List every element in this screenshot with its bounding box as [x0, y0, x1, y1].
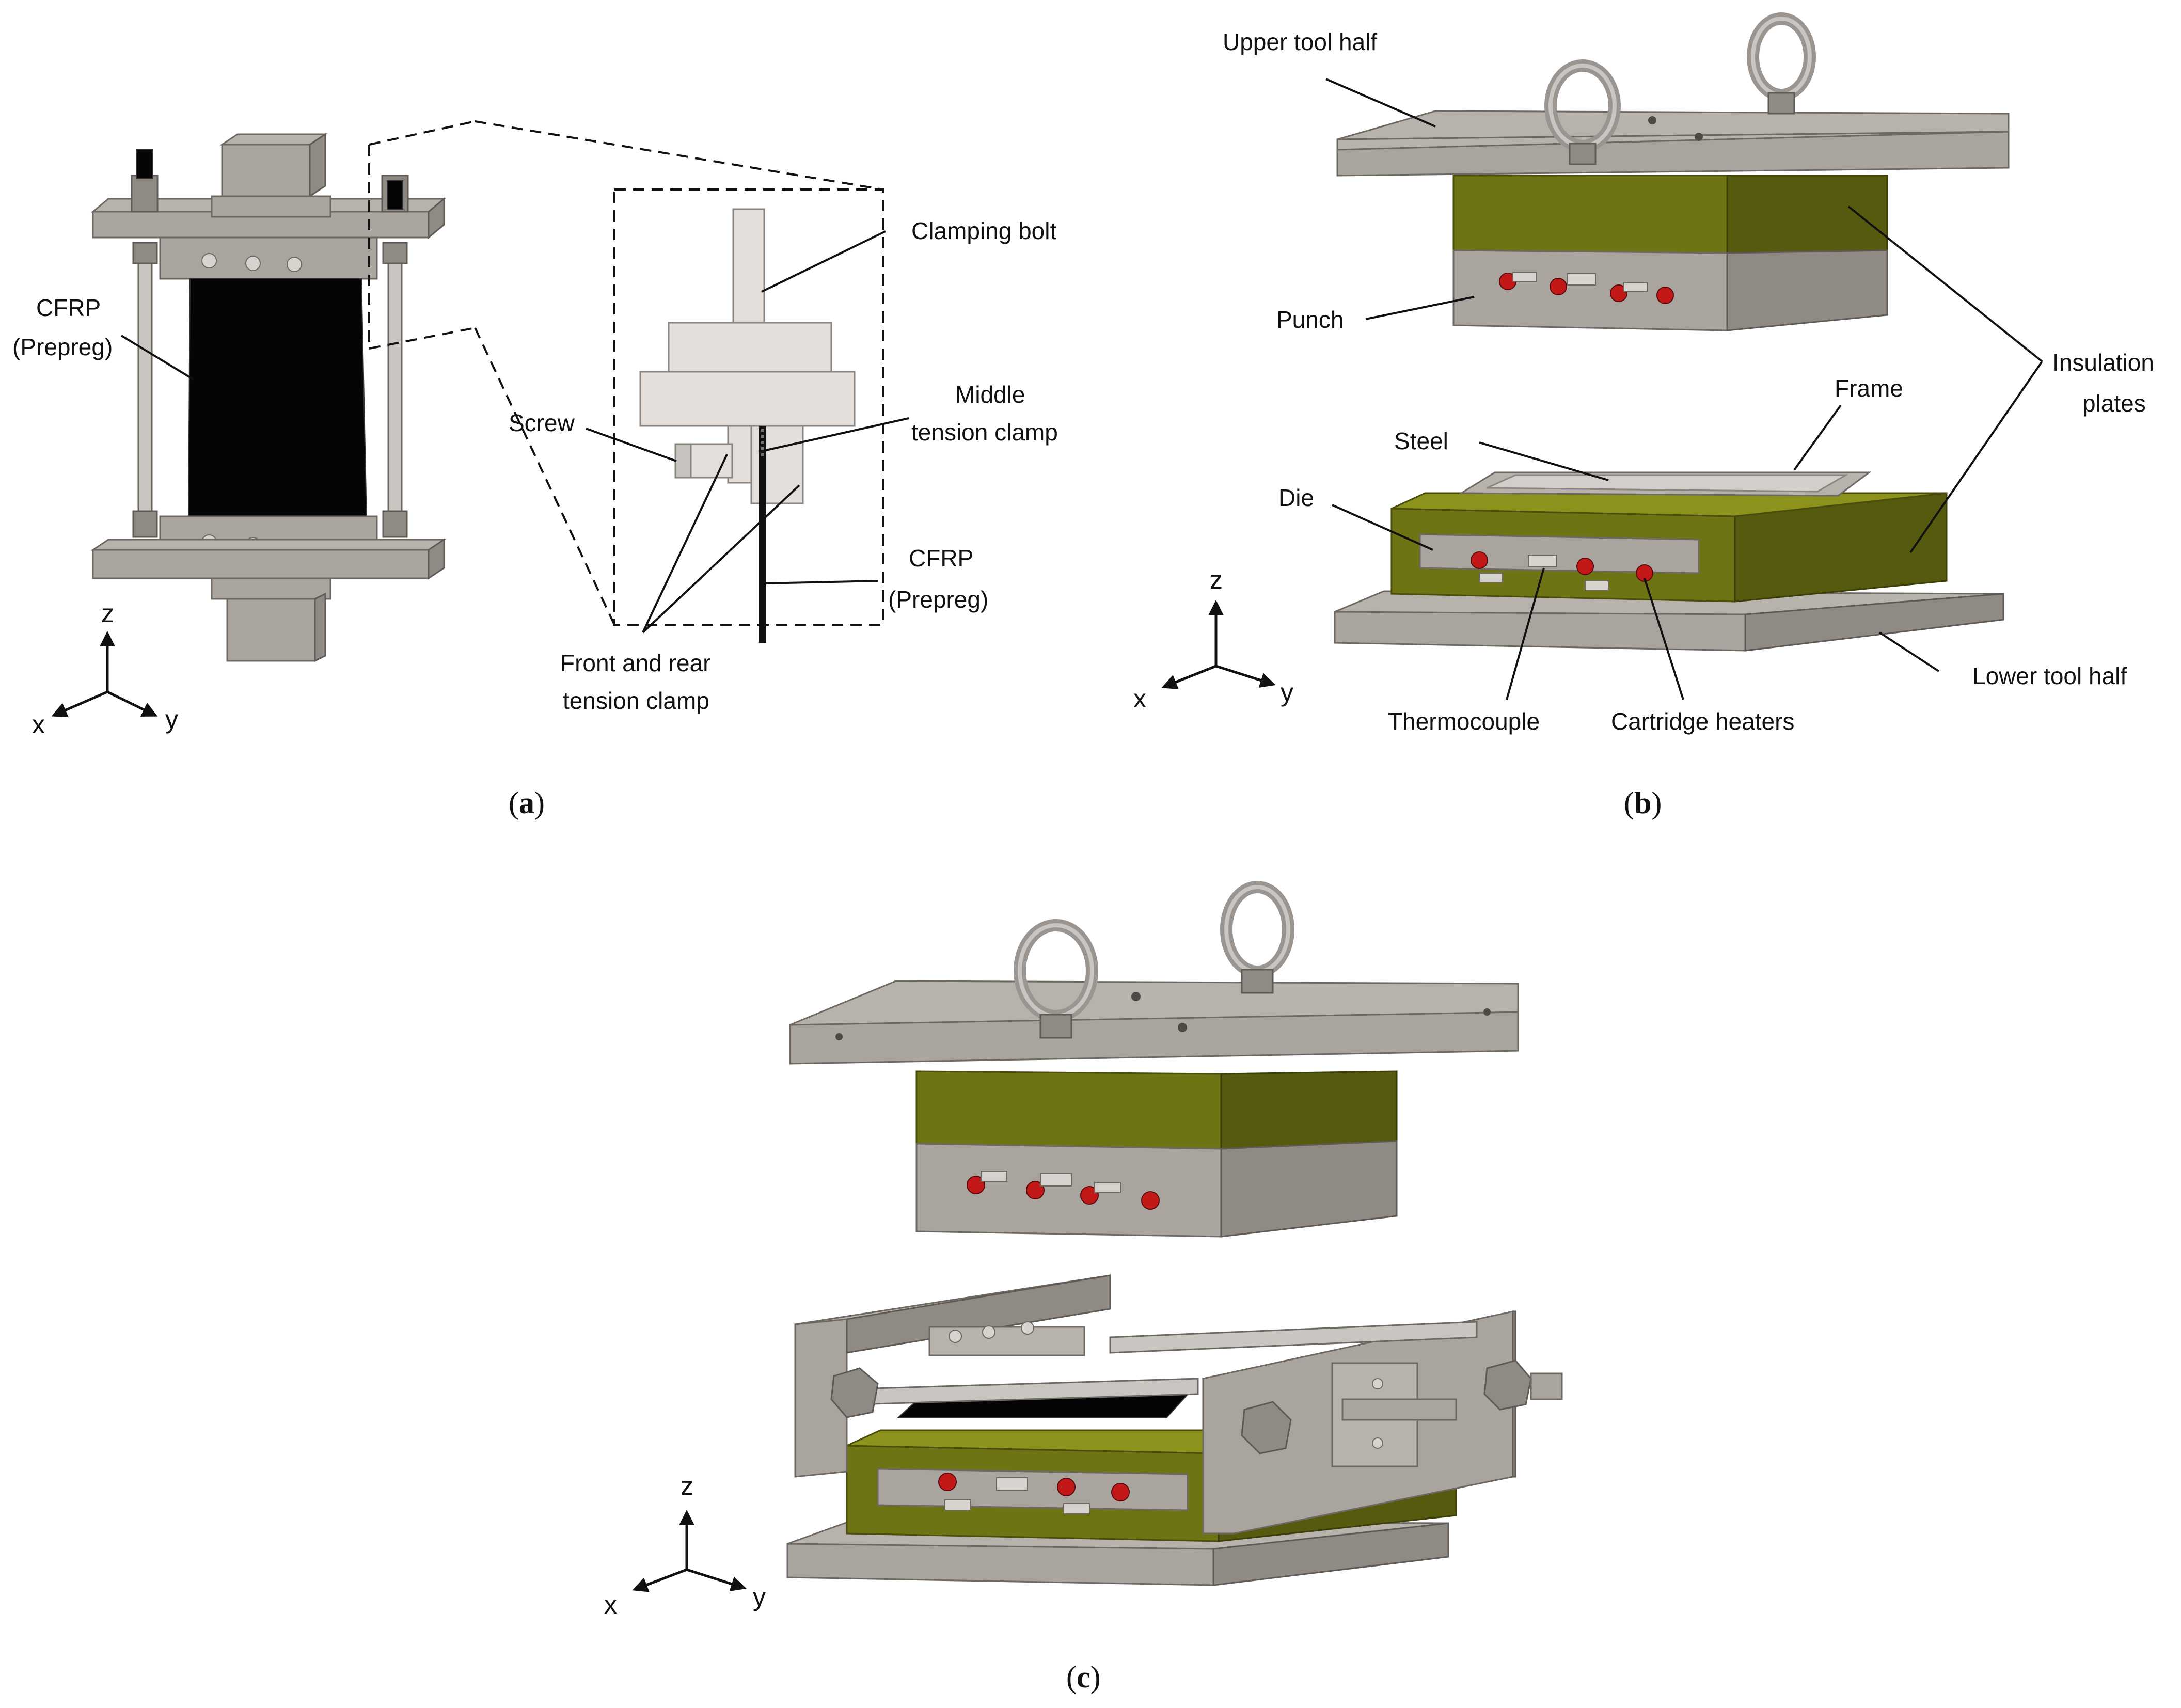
punch — [1452, 249, 1728, 331]
leader-cfrp-left — [120, 335, 195, 381]
axis-y-label: y — [753, 1583, 766, 1611]
cartridge-heater-icon — [1026, 1181, 1045, 1199]
label-cfrp-left-2: (Prepreg) — [12, 334, 113, 360]
screw-head-icon — [287, 257, 302, 272]
label-insulation-2: plates — [2082, 390, 2146, 417]
label-cfrp-right-2: (Prepreg) — [888, 586, 988, 613]
label-cfrp-left-1: CFRP — [36, 294, 101, 321]
leader-steel — [1479, 441, 1609, 481]
cartridge-heater-icon — [1656, 287, 1674, 304]
label-insulation-1: Insulation — [2052, 349, 2154, 376]
die — [1419, 533, 1700, 574]
label-die: Die — [1278, 484, 1314, 511]
cartridge-heater-icon — [967, 1176, 985, 1194]
cartridge-heater-icon — [1610, 284, 1627, 302]
label-upper-tool-half: Upper tool half — [1223, 28, 1377, 55]
leader-insulation-lower — [1909, 360, 2043, 553]
thermocouple-icon — [1567, 273, 1596, 286]
upper-tool-half — [1336, 12, 2010, 177]
cartridge-heater-icon — [938, 1473, 957, 1491]
zoom-line — [369, 327, 476, 350]
label-thermocouple: Thermocouple — [1388, 708, 1540, 735]
axis-y-label: y — [1281, 678, 1293, 707]
nut — [1483, 1359, 1532, 1411]
axis-z-label: z — [1210, 565, 1223, 594]
label-punch: Punch — [1276, 306, 1344, 333]
leader-clamping-bolt — [761, 230, 886, 293]
leader-front-clamp — [642, 454, 728, 633]
axis-z-label: z — [681, 1472, 693, 1500]
cartridge-heater-icon — [1080, 1186, 1099, 1205]
thermocouple-icon — [1040, 1173, 1072, 1187]
axis-triad-icon: z x y — [1133, 565, 1293, 713]
cartridge-heater-icon — [1471, 551, 1488, 569]
lower-tool-half — [1334, 590, 2004, 652]
leader-thermocouple — [1506, 567, 1545, 700]
thermocouple-icon — [1528, 555, 1557, 567]
nut — [1241, 1401, 1292, 1454]
leader-lower-tool-half — [1878, 631, 1940, 672]
label-steel: Steel — [1394, 428, 1448, 454]
caption-a: (a) — [509, 786, 545, 820]
cartridge-heater-icon — [1141, 1191, 1160, 1210]
cartridge-heater-icon — [1111, 1483, 1130, 1501]
clamp-detail — [639, 208, 856, 643]
leader-middle-clamp — [758, 417, 909, 453]
zoom-line — [369, 120, 476, 146]
panel-a: CFRP (Prepreg) Clamping bolt Middle tens… — [12, 120, 1058, 820]
leader-cfrp-right — [764, 580, 878, 584]
label-middle-clamp-2: tension clamp — [911, 419, 1058, 446]
screw-head-icon — [1372, 1378, 1383, 1389]
leader-cartridge-heaters — [1643, 578, 1684, 700]
axis-x-label: x — [1133, 684, 1146, 713]
cartridge-heater-icon — [1550, 278, 1567, 295]
cartridge-heater-icon — [1576, 558, 1594, 575]
steel-insert — [1487, 474, 1849, 493]
leader-punch — [1365, 296, 1475, 320]
label-frame: Frame — [1835, 375, 1903, 402]
screw-head-icon — [245, 256, 261, 271]
cfrp-specimen — [187, 278, 368, 523]
axis-x-label: x — [604, 1590, 617, 1619]
die-heaters — [1471, 551, 1653, 591]
axis-z-label: z — [101, 599, 114, 628]
leader-insulation-upper — [1847, 205, 2043, 362]
cartridge-heater-icon — [1057, 1478, 1076, 1496]
caption-c: (c) — [1066, 1660, 1101, 1694]
leader-screw — [586, 428, 677, 462]
leader-upper-tool-half — [1325, 78, 1436, 128]
panel-b: Upper tool half Punch Insulation plates … — [1133, 12, 2154, 820]
label-screw: Screw — [509, 409, 575, 436]
nut — [830, 1367, 879, 1418]
label-front-rear-1: Front and rear — [560, 650, 710, 676]
label-cartridge-heaters: Cartridge heaters — [1611, 708, 1794, 735]
punch-heaters — [1499, 272, 1674, 304]
clamping-bolt-shape — [732, 208, 765, 326]
label-front-rear-2: tension clamp — [563, 687, 709, 714]
detail-frame — [613, 188, 884, 626]
tension-frame-assembly — [90, 133, 447, 662]
screw-head-icon — [1372, 1437, 1383, 1449]
label-middle-clamp-1: Middle — [955, 381, 1025, 408]
screw-head-icon — [201, 253, 217, 268]
label-lower-tool-half: Lower tool half — [1972, 662, 2127, 689]
caption-b: (b) — [1624, 786, 1662, 820]
label-clamping-bolt: Clamping bolt — [911, 217, 1056, 244]
leader-rear-clamp — [642, 484, 800, 634]
axis-triad-icon: z x y — [604, 1472, 766, 1619]
leader-frame — [1793, 404, 1842, 471]
axis-y-label: y — [165, 705, 178, 734]
axis-x-label: x — [32, 710, 45, 739]
thermocouple-icon — [996, 1477, 1028, 1491]
panel-c: z x y (c) — [604, 881, 1563, 1694]
tension-rod — [1109, 1321, 1478, 1354]
axis-triad-icon: z x y — [32, 599, 178, 739]
leader-die — [1332, 504, 1433, 551]
label-cfrp-right-1: CFRP — [909, 545, 973, 572]
